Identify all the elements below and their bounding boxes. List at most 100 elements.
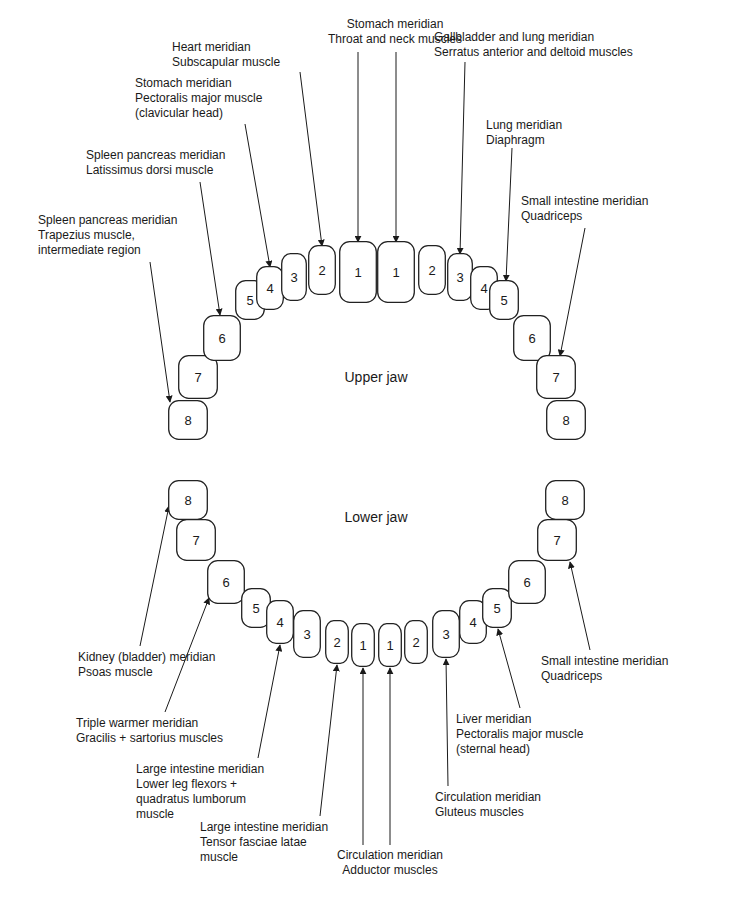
tooth: 2	[418, 245, 446, 295]
callout: Kidney (bladder) meridianPsoas muscle	[78, 650, 178, 680]
tooth: 3	[432, 610, 460, 658]
tooth-number: 8	[184, 494, 191, 507]
callout: Gallbladder and lung meridianSerratus an…	[434, 30, 664, 60]
tooth: 5	[489, 280, 519, 320]
tooth: 7	[536, 355, 576, 399]
tooth-number: 5	[493, 602, 500, 615]
meridian-label: Stomach meridian	[135, 76, 285, 91]
tooth-number: 4	[469, 616, 476, 629]
tooth: 8	[545, 480, 585, 520]
tooth: 7	[178, 355, 218, 399]
meridian-label: Gallbladder and lung meridian	[434, 30, 664, 45]
tooth: 6	[203, 315, 241, 361]
tooth-number: 7	[553, 534, 560, 547]
callout: Small intestine meridianQuadriceps	[521, 194, 671, 224]
tooth: 3	[281, 253, 307, 301]
leader-line	[570, 562, 590, 650]
tooth: 3	[447, 253, 473, 301]
meridian-label: Large intestine meridian	[136, 762, 286, 777]
tooth-number: 2	[428, 264, 435, 277]
leader-line	[396, 52, 397, 242]
tooth-number: 4	[480, 282, 487, 295]
tooth: 8	[546, 400, 586, 440]
muscle-label: Lower leg flexors + quadratus lumborum m…	[136, 777, 286, 822]
muscle-label: Psoas muscle	[78, 665, 178, 680]
tooth: 3	[293, 610, 321, 658]
meridian-label: Circulation meridian	[435, 790, 585, 805]
leader-line	[506, 148, 512, 281]
tooth: 7	[176, 519, 216, 561]
tooth-number: 7	[194, 371, 201, 384]
callout: Upper jaw	[326, 370, 426, 385]
tooth-number: 4	[266, 282, 273, 295]
callout: Triple warmer meridianGracilis + sartori…	[76, 716, 256, 746]
leader-line	[245, 124, 270, 267]
tooth: 2	[325, 620, 349, 664]
leader-line	[140, 506, 169, 646]
callout: Stomach meridianPectoralis major muscle …	[135, 76, 285, 121]
tooth: 6	[508, 560, 546, 604]
tooth-number: 6	[523, 576, 530, 589]
leader-line	[320, 665, 337, 816]
callout: Heart meridianSubscapular muscle	[172, 40, 302, 70]
tooth: 1	[339, 241, 377, 303]
tooth-number: 2	[412, 636, 419, 649]
leader-line	[446, 659, 448, 786]
muscle-label: Diaphragm	[486, 133, 606, 148]
tooth-number: 8	[184, 414, 191, 427]
leader-line	[358, 52, 359, 242]
meridian-label: Circulation meridian	[315, 848, 465, 863]
tooth-number: 6	[222, 576, 229, 589]
leader-line	[363, 668, 364, 845]
tooth-number: 1	[386, 639, 393, 652]
tooth: 1	[378, 623, 402, 667]
tooth-number: 2	[333, 636, 340, 649]
muscle-label: Trapezius muscle, intermediate region	[38, 228, 178, 258]
muscle-label: Tensor fasciae latae muscle	[200, 835, 320, 865]
tooth: 2	[308, 245, 336, 295]
meridian-label: Small intestine meridian	[541, 654, 691, 669]
muscle-label: Pectoralis major muscle (sternal head)	[456, 727, 606, 757]
tooth: 8	[168, 400, 208, 440]
tooth-number: 8	[562, 414, 569, 427]
tooth: 8	[168, 480, 208, 520]
callout: Lower jaw	[326, 510, 426, 525]
leader-line	[560, 228, 585, 356]
meridian-label: Small intestine meridian	[521, 194, 671, 209]
tooth: 6	[207, 560, 245, 604]
leader-line	[460, 62, 465, 254]
meridian-label: Spleen pancreas meridian	[86, 148, 236, 163]
callout: Spleen pancreas meridianTrapezius muscle…	[38, 213, 178, 258]
tooth: 4	[266, 600, 294, 644]
tooth: 4	[256, 266, 284, 310]
tooth-number: 6	[528, 332, 535, 345]
callout: Large intestine meridianLower leg flexor…	[136, 762, 286, 822]
meridian-label: Lung meridian	[486, 118, 606, 133]
tooth-number: 3	[456, 271, 463, 284]
callout: Large intestine meridianTensor fasciae l…	[200, 820, 320, 865]
tooth-number: 2	[318, 264, 325, 277]
tooth-number: 4	[276, 616, 283, 629]
leader-line	[390, 668, 391, 845]
tooth-number: 5	[246, 294, 253, 307]
callout: Spleen pancreas meridianLatissimus dorsi…	[86, 148, 236, 178]
muscle-label: Adductor muscles	[315, 863, 465, 878]
callout: Circulation meridianGluteus muscles	[435, 790, 585, 820]
muscle-label: Latissimus dorsi muscle	[86, 163, 236, 178]
meridian-label: Triple warmer meridian	[76, 716, 256, 731]
tooth-number: 5	[500, 294, 507, 307]
tooth: 1	[377, 241, 415, 303]
tooth: 2	[404, 620, 428, 664]
tooth-number: 3	[442, 628, 449, 641]
callout: Circulation meridianAdductor muscles	[315, 848, 465, 878]
tooth: 7	[537, 519, 577, 561]
meridian-label: Stomach meridian	[320, 17, 470, 32]
tooth-number: 1	[354, 266, 361, 279]
tooth-number: 1	[392, 266, 399, 279]
leader-line	[300, 72, 322, 246]
tooth-number: 8	[561, 494, 568, 507]
meridian-label: Spleen pancreas meridian	[38, 213, 178, 228]
tooth-number: 7	[192, 534, 199, 547]
muscle-label: Subscapular muscle	[172, 55, 302, 70]
